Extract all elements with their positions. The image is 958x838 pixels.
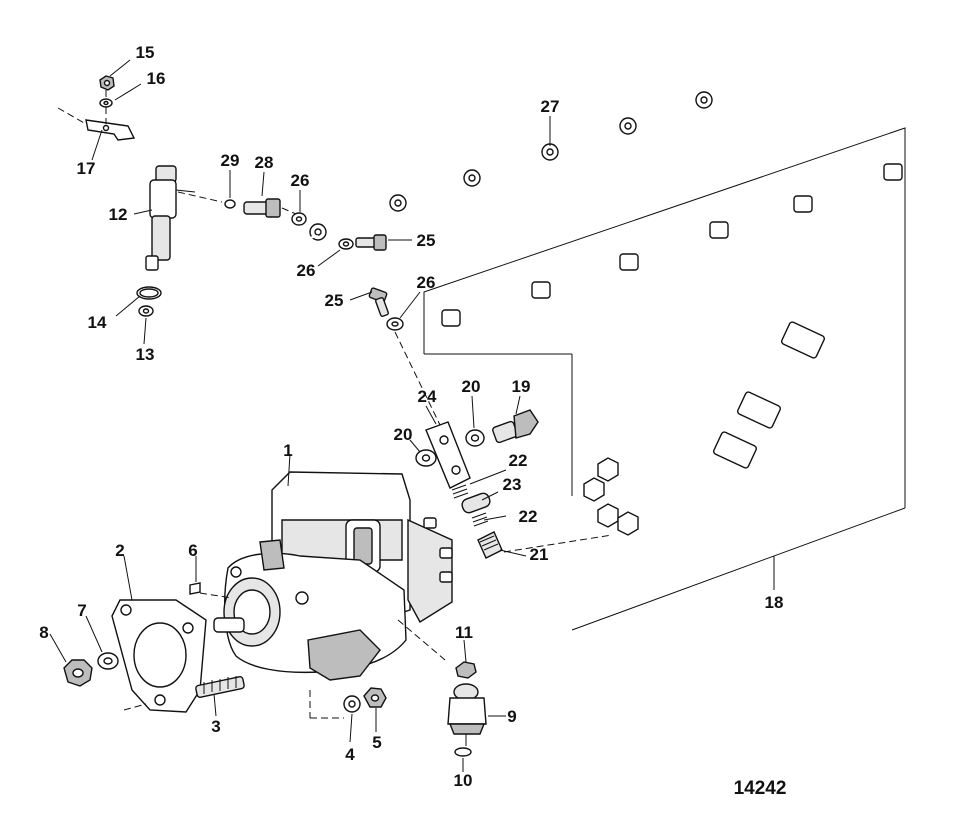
washer-20a bbox=[415, 449, 437, 467]
washer-26c bbox=[386, 317, 404, 331]
callout-6: 6 bbox=[188, 541, 197, 560]
washer-4 bbox=[343, 695, 361, 713]
callout-22-bottom: 22 bbox=[519, 507, 538, 526]
callout-8: 8 bbox=[39, 623, 48, 642]
callout-24: 24 bbox=[418, 387, 437, 406]
bolt-28 bbox=[243, 198, 281, 218]
callout-22-top: 22 bbox=[509, 451, 528, 470]
callout-12: 12 bbox=[109, 205, 128, 224]
terminal-10 bbox=[454, 747, 472, 757]
injection-pump bbox=[213, 471, 453, 681]
callout-11: 11 bbox=[455, 623, 473, 642]
mounting-flange bbox=[111, 599, 207, 713]
callout-7: 7 bbox=[77, 601, 86, 620]
nut-5 bbox=[363, 687, 387, 708]
leader-lines bbox=[49, 59, 775, 772]
callout-18: 18 bbox=[765, 593, 784, 612]
washer-29 bbox=[224, 199, 236, 209]
callout-26-top: 26 bbox=[291, 171, 310, 190]
solenoid-9 bbox=[447, 683, 487, 746]
callout-20-right: 20 bbox=[462, 377, 481, 396]
callout-26-middle: 26 bbox=[297, 261, 316, 280]
callout-20-left: 20 bbox=[394, 425, 413, 444]
callout-9: 9 bbox=[507, 707, 516, 726]
washer-7 bbox=[97, 652, 119, 670]
nut-15 bbox=[99, 75, 115, 91]
callout-1: 1 bbox=[283, 441, 292, 460]
washer-16 bbox=[99, 90, 113, 124]
washer-20b bbox=[465, 429, 485, 447]
valve-holder-21 bbox=[477, 531, 503, 559]
washer-26a bbox=[291, 212, 307, 226]
valve-23 bbox=[461, 492, 491, 514]
washer-26b bbox=[338, 238, 354, 250]
callout-27: 27 bbox=[541, 97, 560, 116]
spring-22b bbox=[471, 512, 489, 527]
injection-pipes bbox=[441, 163, 903, 536]
callout-25-top: 25 bbox=[417, 231, 436, 250]
callout-17: 17 bbox=[77, 159, 96, 178]
callout-5: 5 bbox=[372, 733, 381, 752]
washer-13 bbox=[138, 305, 154, 317]
callout-23: 23 bbox=[503, 475, 522, 494]
callout-25-bottom: 25 bbox=[325, 291, 344, 310]
figure-number: 14242 bbox=[734, 778, 787, 799]
callout-29: 29 bbox=[221, 151, 240, 170]
nut-8 bbox=[63, 659, 93, 687]
callout-28: 28 bbox=[255, 153, 274, 172]
injection-lines-outline bbox=[423, 127, 906, 631]
callout-13: 13 bbox=[136, 345, 155, 364]
callout-10: 10 bbox=[454, 771, 473, 790]
callout-19: 19 bbox=[512, 377, 531, 396]
o-ring-14 bbox=[136, 286, 162, 300]
banjo-bolt-25a bbox=[355, 234, 387, 251]
key-6 bbox=[189, 582, 233, 599]
callout-26-bottom: 26 bbox=[417, 273, 436, 292]
callout-21: 21 bbox=[530, 545, 549, 564]
spring-22a bbox=[451, 484, 469, 499]
injector-nozzle bbox=[145, 165, 196, 271]
fitting-19 bbox=[492, 409, 539, 444]
nozzle-bracket bbox=[57, 107, 136, 141]
callout-labels: 1 2 3 4 5 6 7 8 9 10 11 12 13 14 15 16 1… bbox=[39, 43, 783, 790]
callout-3: 3 bbox=[211, 717, 220, 736]
callout-15: 15 bbox=[136, 43, 155, 62]
return-pipe bbox=[235, 235, 385, 363]
leak-off-line bbox=[309, 91, 713, 241]
banjo-24 bbox=[425, 421, 471, 489]
nut-11 bbox=[455, 661, 477, 679]
callout-14: 14 bbox=[88, 313, 107, 332]
stud-3 bbox=[195, 675, 245, 699]
callout-2: 2 bbox=[115, 541, 124, 560]
callout-16: 16 bbox=[147, 69, 166, 88]
callout-4: 4 bbox=[345, 745, 355, 764]
